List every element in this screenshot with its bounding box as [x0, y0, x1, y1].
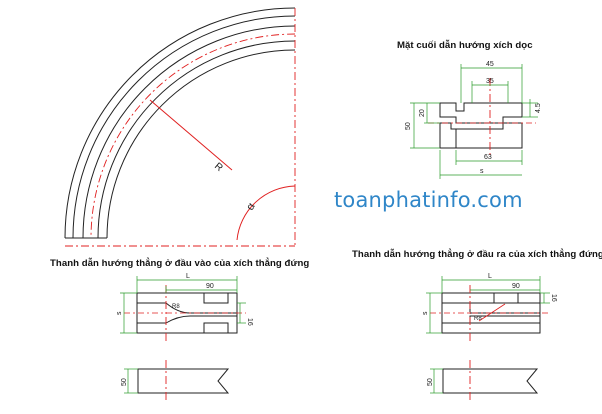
exit-guide-title: Thanh dẫn hướng thẳng ở đầu ra của xích … — [352, 249, 602, 260]
exit-side-view — [442, 368, 539, 394]
entry-side-dimensions — [124, 368, 138, 394]
exit-dim-height: 50 — [427, 378, 434, 386]
end-face-profile: 45 35 50 20 4.5 63 s — [405, 61, 542, 179]
dim-inner-height: 20 — [419, 109, 426, 117]
exit-dim-length: L — [488, 273, 492, 280]
dim-overall: s — [480, 168, 484, 175]
curve-edge-4 — [97, 40, 296, 239]
exit-guide-drawing: L 90 R8 s 16 50 — [422, 273, 557, 402]
curve-centerline — [90, 33, 296, 239]
entry-dim-height: 50 — [121, 378, 128, 386]
exit-guide-dimensions — [426, 276, 550, 334]
entry-guide-dimensions — [120, 276, 246, 334]
radius-line — [149, 99, 233, 171]
profile-outline — [439, 102, 523, 149]
curve-edge-3 — [82, 25, 296, 239]
site-watermark[interactable]: toanphatinfo.com — [334, 188, 523, 212]
exit-dim-radius: R8 — [474, 316, 482, 322]
exit-dim-slot: 90 — [512, 283, 520, 290]
curve-outer-edge — [64, 7, 296, 239]
dim-lip: 4.5 — [535, 103, 542, 113]
dim-bottom-width: 63 — [484, 154, 492, 161]
curve-edge-2 — [72, 15, 296, 239]
dim-top-width: 45 — [486, 61, 494, 68]
radius-label: R — [212, 161, 225, 174]
entry-guide-slot — [137, 293, 237, 333]
entry-dim-length: L — [186, 273, 190, 280]
entry-side-view — [137, 368, 230, 394]
exit-radius-leader — [478, 303, 506, 322]
entry-dim-slot: 90 — [206, 283, 214, 290]
entry-dim-side: s — [116, 311, 123, 315]
entry-dim-gap: 16 — [246, 318, 253, 326]
profile-dimensions — [410, 64, 538, 179]
exit-dim-gap: 16 — [550, 294, 557, 302]
dim-height: 50 — [405, 122, 412, 130]
curve-inner-edge — [106, 49, 296, 239]
end-face-title: Mặt cuối dẫn hướng xích dọc — [397, 40, 533, 51]
angle-arc — [236, 185, 296, 241]
dim-inner-width: 35 — [486, 78, 494, 85]
exit-dim-side: s — [422, 311, 429, 315]
entry-dim-radius: R8 — [172, 304, 180, 310]
entry-guide-drawing: L 90 R8 s 16 50 — [116, 273, 253, 402]
entry-guide-title: Thanh dẫn hướng thẳng ở đầu vào của xích… — [50, 258, 310, 269]
curved-guide: R α — [64, 7, 296, 247]
exit-side-dimensions — [430, 368, 443, 394]
exit-guide-slot — [442, 293, 540, 324]
